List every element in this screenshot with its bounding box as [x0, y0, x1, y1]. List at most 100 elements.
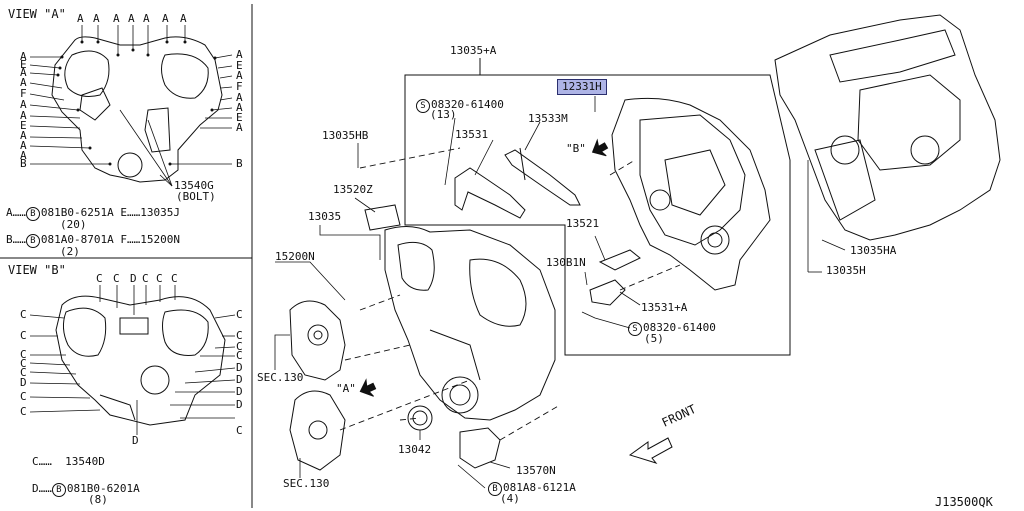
gasket-13521	[598, 249, 641, 271]
view-a-cover-outline	[51, 36, 223, 183]
diagram-id: J13500QK	[935, 495, 993, 509]
view-a-top-letter: A	[77, 12, 84, 25]
view-b-right-letter: C	[236, 424, 243, 437]
callout-13035a: 13035+A	[450, 44, 497, 57]
view-a-right-letter: F	[236, 80, 243, 93]
view-a-right-letter: A	[236, 101, 243, 114]
view-b-left-letter: C	[20, 390, 27, 403]
view-a-left-letter: A	[20, 98, 27, 111]
callout-leaders	[274, 96, 641, 489]
view-a-top-letter: A	[180, 12, 187, 25]
callout-sec130-bottom: SEC.130	[283, 477, 330, 490]
view-a-right-letter: E	[236, 111, 243, 124]
callout-081a8-qty: (4)	[500, 492, 520, 505]
assembly-frame	[404, 74, 791, 356]
view-a-right-letter: A	[236, 69, 243, 82]
cover-13570n	[459, 427, 501, 469]
view-b-bottom-letter: D	[132, 434, 139, 447]
view-b-top-letter: C	[156, 272, 163, 285]
view-b-top-letter: C	[96, 272, 103, 285]
view-b-top-letter: C	[113, 272, 120, 285]
callout-13531: 13531	[455, 128, 489, 141]
bolt-note: (BOLT)	[176, 190, 216, 203]
view-b-right-letter: C	[236, 349, 243, 362]
view-b-left-letter: D	[20, 376, 27, 389]
circled-s-icon: S	[416, 99, 430, 113]
view-a-arrow-label: "A"	[336, 382, 356, 395]
view-b-left-letter: C	[20, 308, 27, 321]
view-a-left-letter: A	[20, 50, 27, 63]
view-b-right-letter: D	[236, 398, 243, 411]
view-a-top-letter: A	[143, 12, 150, 25]
gasket-13533m	[504, 147, 581, 206]
view-a-top-letter: A	[113, 12, 120, 25]
component-sec130-top	[289, 300, 346, 381]
view-a-right-letter: E	[236, 59, 243, 72]
view-b-left-letter: C	[20, 357, 27, 370]
view-a-left-letter: E	[20, 58, 27, 71]
callout-13570n: 13570N	[516, 464, 556, 477]
callout-13035h: 13035H	[826, 264, 866, 277]
view-a-top-letter: A	[162, 12, 169, 25]
view-b-top-letter: C	[171, 272, 178, 285]
view-b-title: VIEW "B"	[8, 263, 66, 277]
legend-qty-d: (8)	[88, 493, 108, 506]
callout-13520z: 13520Z	[333, 183, 373, 196]
view-b-right-letter: D	[236, 385, 243, 398]
view-a-title: VIEW "A"	[8, 7, 66, 21]
view-a-right-letter: B	[236, 157, 243, 170]
view-b-top-letter: D	[130, 272, 137, 285]
view-a-left-letter: A	[20, 66, 27, 79]
view-a-left-letter: A	[20, 129, 27, 142]
view-b-right-letter: C	[236, 308, 243, 321]
upper-rear-cover	[611, 97, 771, 291]
gasket-13520z	[364, 204, 401, 231]
view-b-right-letter: C	[236, 329, 243, 342]
legend-qty-a: (20)	[60, 218, 87, 231]
gasket-13531a	[589, 279, 626, 306]
view-a-left-letter: A	[20, 139, 27, 152]
callout-13521: 13521	[566, 217, 600, 230]
view-a-top-letter: A	[128, 12, 135, 25]
view-a-right-letter: A	[236, 48, 243, 61]
front-cover-13035	[384, 226, 556, 421]
view-b-right-letter: C	[236, 340, 243, 353]
view-a-left-letter: A	[20, 109, 27, 122]
callout-13035ha: 13035HA	[850, 244, 897, 257]
callout-sec130-top: SEC.130	[257, 371, 304, 384]
callout-13531a: 13531+A	[641, 301, 688, 314]
view-a-right-letter: A	[236, 121, 243, 134]
circled-b-icon: B	[25, 234, 40, 248]
callout-08320-bottom-qty: (5)	[644, 332, 664, 345]
component-sec130-bottom	[289, 390, 346, 471]
view-a-leaders	[29, 25, 233, 187]
callout-13533m: 13533M	[528, 112, 568, 125]
view-a-bolt-points	[56, 40, 217, 166]
callout-13035: 13035	[308, 210, 342, 223]
circled-b-icon: B	[51, 483, 66, 497]
callout-12331h-highlight: 12331H	[557, 79, 607, 95]
direction-arrows	[359, 138, 609, 397]
view-b-right-letter: D	[236, 373, 243, 386]
view-b-left-letter: C	[20, 329, 27, 342]
view-a-right-letter: A	[236, 91, 243, 104]
callout-13042: 13042	[398, 443, 432, 456]
callout-08320-top-qty: (13)	[430, 108, 457, 121]
view-b-right-letter: D	[236, 361, 243, 374]
front-arrow	[628, 437, 673, 464]
view-a-left-letter: A	[20, 149, 27, 162]
legend-qty-b: (2)	[60, 245, 80, 258]
view-b-arrow-label: "B"	[566, 142, 586, 155]
circled-b-icon: B	[25, 207, 40, 221]
view-b-leaders	[29, 285, 236, 435]
view-a-left-letter: E	[20, 119, 27, 132]
view-a-left-letter: A	[20, 76, 27, 89]
view-b-top-letter: C	[142, 272, 149, 285]
dashed-assembly-lines	[339, 147, 681, 441]
